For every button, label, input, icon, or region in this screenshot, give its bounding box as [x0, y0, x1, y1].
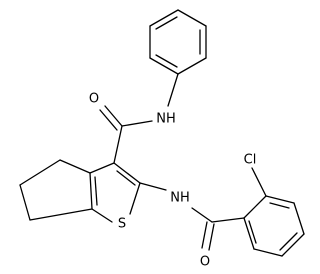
bond [29, 208, 93, 221]
atom-chlorine: Cl [244, 153, 257, 168]
bond [139, 182, 167, 191]
atom-oxygen-benzamide: O [200, 255, 210, 270]
bond [177, 9, 207, 27]
cyclopentane-ring [19, 159, 93, 221]
thiophene-ring [89, 162, 141, 223]
bond [113, 162, 141, 184]
bond [121, 120, 153, 127]
bond [113, 125, 123, 164]
bond [201, 221, 208, 249]
bond [243, 217, 255, 250]
atom-nitrogen-benzamide: NH [170, 191, 190, 206]
bond [293, 202, 305, 235]
phenyl-ring [149, 9, 207, 75]
atom-sulfur: S [118, 217, 126, 232]
bond [129, 182, 141, 215]
bond [177, 57, 207, 75]
bond [149, 9, 179, 27]
bond [248, 220, 257, 244]
bond [19, 184, 31, 221]
bond [211, 217, 245, 223]
bond [243, 195, 267, 219]
chlorophenyl-ring [243, 195, 305, 257]
bond [253, 248, 283, 257]
atom-nitrogen-anilide: NH [156, 112, 176, 127]
bond [89, 172, 93, 210]
bond [279, 232, 298, 251]
bond [99, 109, 118, 131]
atom-oxygen-amide: O [89, 92, 99, 107]
bond [269, 202, 290, 209]
bond [155, 16, 178, 30]
bond [116, 170, 136, 186]
bond [89, 162, 115, 174]
bond [104, 105, 123, 127]
bond [191, 207, 213, 223]
bond [91, 208, 113, 223]
bond [155, 54, 178, 68]
bond [94, 176, 98, 206]
bond [281, 233, 305, 257]
bond [149, 57, 179, 75]
bond [19, 159, 61, 186]
bond [59, 159, 91, 174]
bond [167, 73, 179, 107]
bond [265, 195, 295, 204]
bond [251, 167, 267, 197]
bond [208, 223, 215, 251]
